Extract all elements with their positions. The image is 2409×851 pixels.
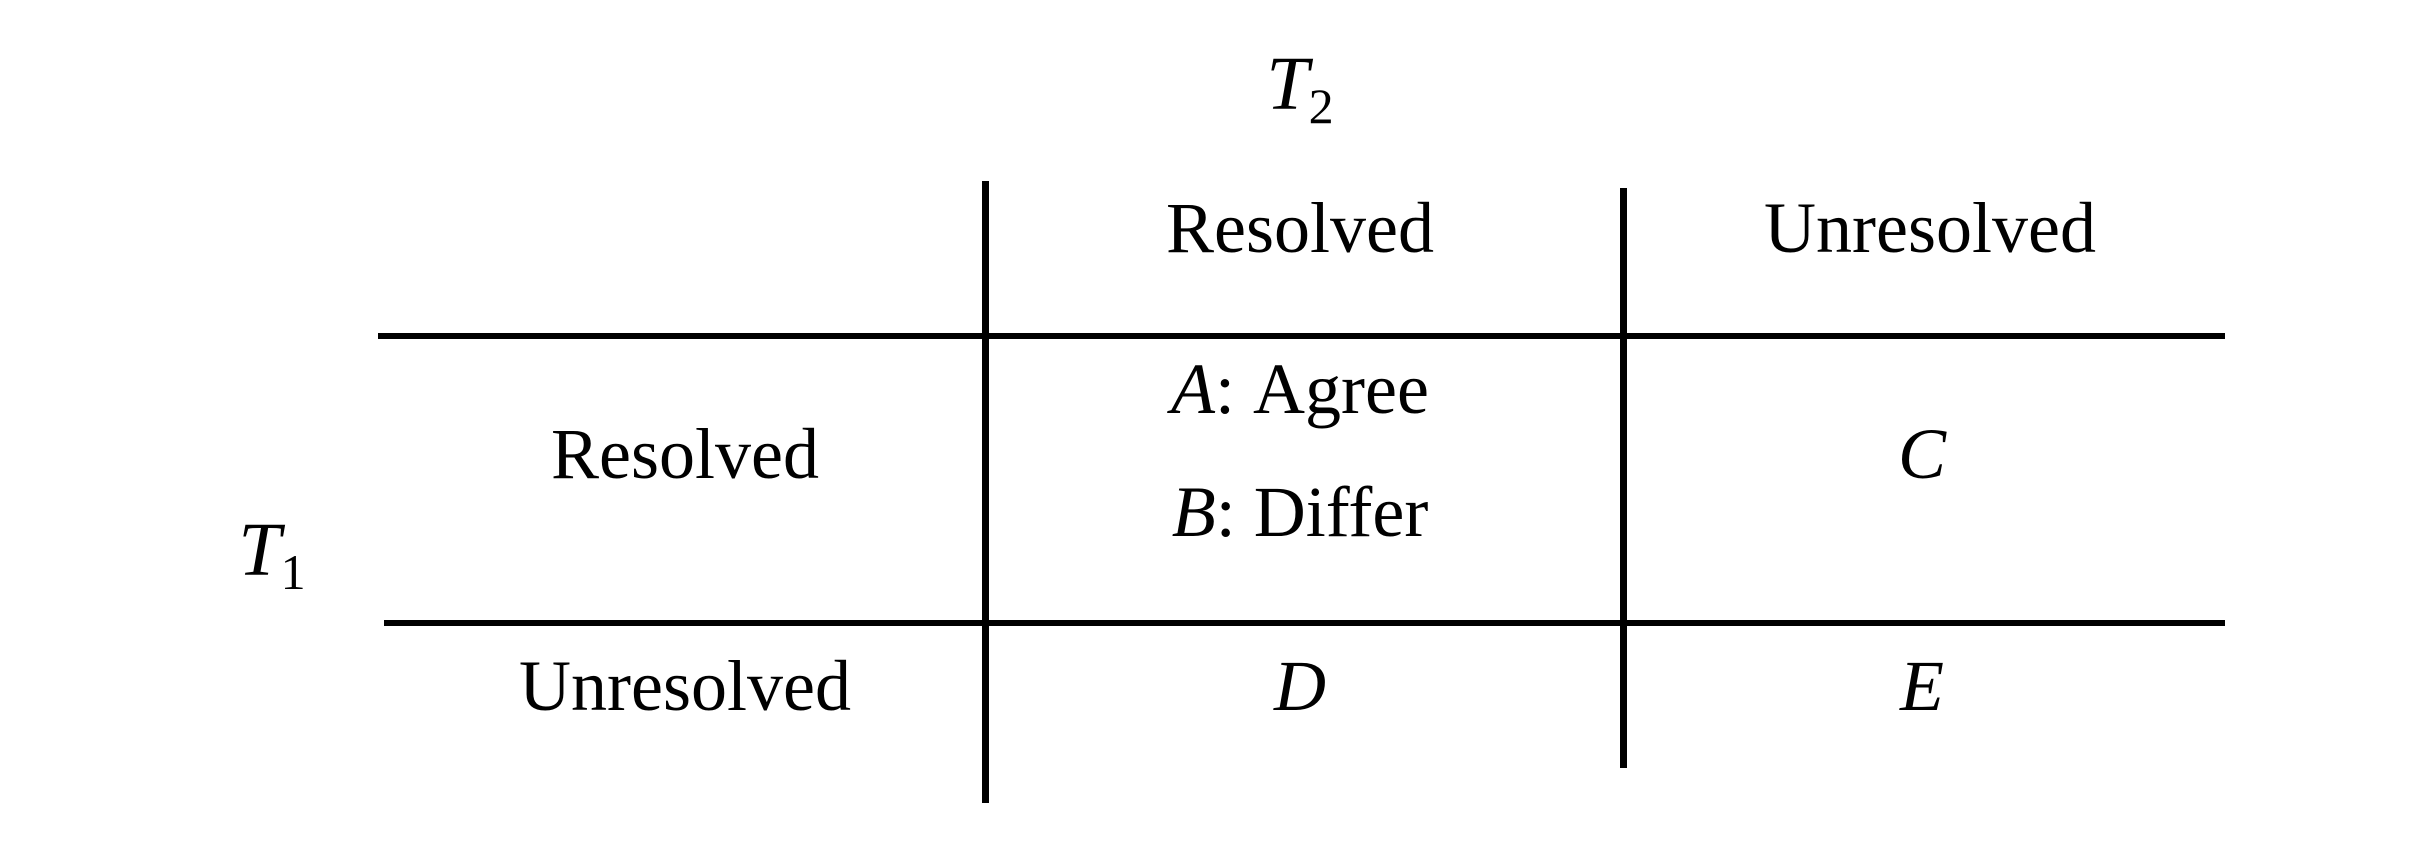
cell-b-text: Differ <box>1253 472 1429 552</box>
column-axis-label: T2 <box>1266 46 1333 131</box>
cell-a-spacer <box>1235 349 1253 429</box>
row-axis-label-subscript: 1 <box>280 544 306 600</box>
row-axis-label-base: T <box>238 508 281 592</box>
row-axis-label: T1 <box>238 512 305 597</box>
row-header-unresolved: Unresolved <box>519 646 851 726</box>
cell-b-spacer <box>1236 472 1254 552</box>
horizontal-rule-row-divider <box>384 620 2225 626</box>
column-header-unresolved: Unresolved <box>1764 188 2096 268</box>
cell-resolved-resolved-line-b: B: Differ <box>1172 476 1429 548</box>
cell-unresolved-unresolved: E <box>1900 646 1944 726</box>
cell-a-symbol: A <box>1171 349 1216 429</box>
cell-resolved-resolved-line-a: A: Agree <box>1171 353 1429 425</box>
cell-unresolved-resolved: D <box>1274 646 1326 726</box>
vertical-rule-right <box>1620 188 1627 768</box>
column-header-resolved: Resolved <box>1166 188 1434 268</box>
cell-b-separator: : <box>1215 472 1236 552</box>
column-axis-label-base: T <box>1266 42 1309 126</box>
cell-b-symbol: B <box>1171 472 1216 552</box>
cell-resolved-unresolved: C <box>1897 414 1947 494</box>
cell-a-text: Agree <box>1253 349 1429 429</box>
vertical-rule-left <box>982 181 989 803</box>
cell-a-separator: : <box>1215 349 1236 429</box>
column-axis-label-subscript: 2 <box>1308 78 1334 134</box>
row-header-resolved: Resolved <box>551 414 819 494</box>
horizontal-rule-header <box>378 333 2225 339</box>
